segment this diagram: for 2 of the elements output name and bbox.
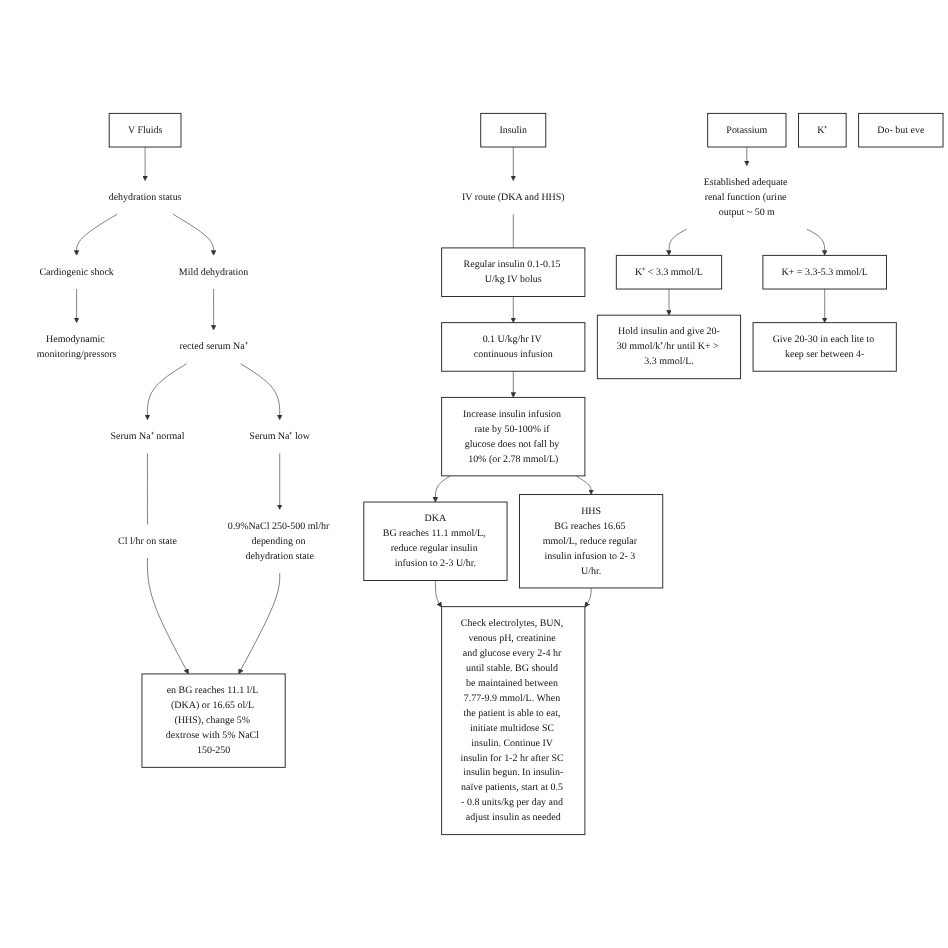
connector xyxy=(512,213,514,249)
connector xyxy=(147,453,148,525)
